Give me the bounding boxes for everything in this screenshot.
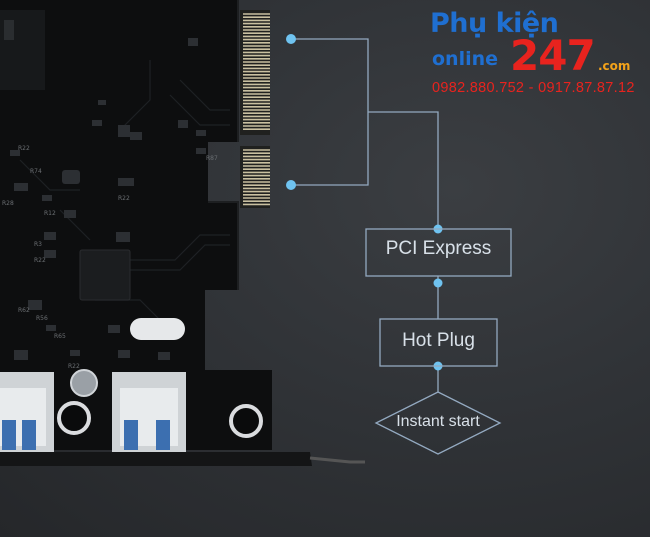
bracket bbox=[0, 452, 312, 466]
mounting-slot bbox=[130, 318, 185, 340]
instant-start-label: Instant start bbox=[396, 413, 480, 430]
brand-online: online bbox=[432, 48, 499, 70]
phone-numbers: 0982.880.752 - 0917.87.87.12 bbox=[432, 80, 635, 96]
board-marking: R22 bbox=[118, 195, 130, 202]
pcb-traces bbox=[19, 60, 230, 321]
pcb-board bbox=[0, 0, 272, 450]
controller-chip bbox=[79, 249, 131, 301]
board-marking: R22 bbox=[68, 363, 80, 370]
connector-dots bbox=[286, 34, 443, 371]
board-marking: R56 bbox=[36, 315, 48, 322]
pci-express-label: PCI Express bbox=[385, 238, 492, 259]
board-marking: R74 bbox=[30, 168, 42, 175]
usb-port-right bbox=[112, 372, 186, 454]
usb-port-left bbox=[0, 372, 54, 454]
board-marking: R3 bbox=[34, 241, 42, 248]
board-marking: R12 bbox=[44, 210, 56, 217]
brand-name: Phụ kiện bbox=[430, 8, 559, 39]
brand-tld: .com bbox=[598, 59, 631, 73]
mounting-hole-left bbox=[57, 401, 91, 435]
board-marking: R22 bbox=[18, 145, 30, 152]
instant-start-diamond bbox=[374, 391, 502, 455]
board-marking: R28 bbox=[2, 200, 14, 207]
hot-plug-box bbox=[379, 318, 498, 367]
mounting-hole-right bbox=[229, 404, 263, 438]
pci-express-box bbox=[365, 228, 512, 277]
board-marking: R65 bbox=[54, 333, 66, 340]
brand-number: 247 bbox=[510, 31, 596, 80]
hot-plug-label: Hot Plug bbox=[402, 330, 475, 351]
board-marking: R22 bbox=[34, 257, 46, 264]
watermark-logo: Phụ kiện online 247 .com 0982.880.752 - … bbox=[428, 6, 648, 106]
pcie-contacts-upper bbox=[240, 10, 270, 135]
board-marking: R87 bbox=[206, 155, 218, 162]
board-marking: R62 bbox=[18, 307, 30, 314]
smd-components bbox=[10, 38, 206, 360]
capacitor bbox=[70, 369, 98, 397]
